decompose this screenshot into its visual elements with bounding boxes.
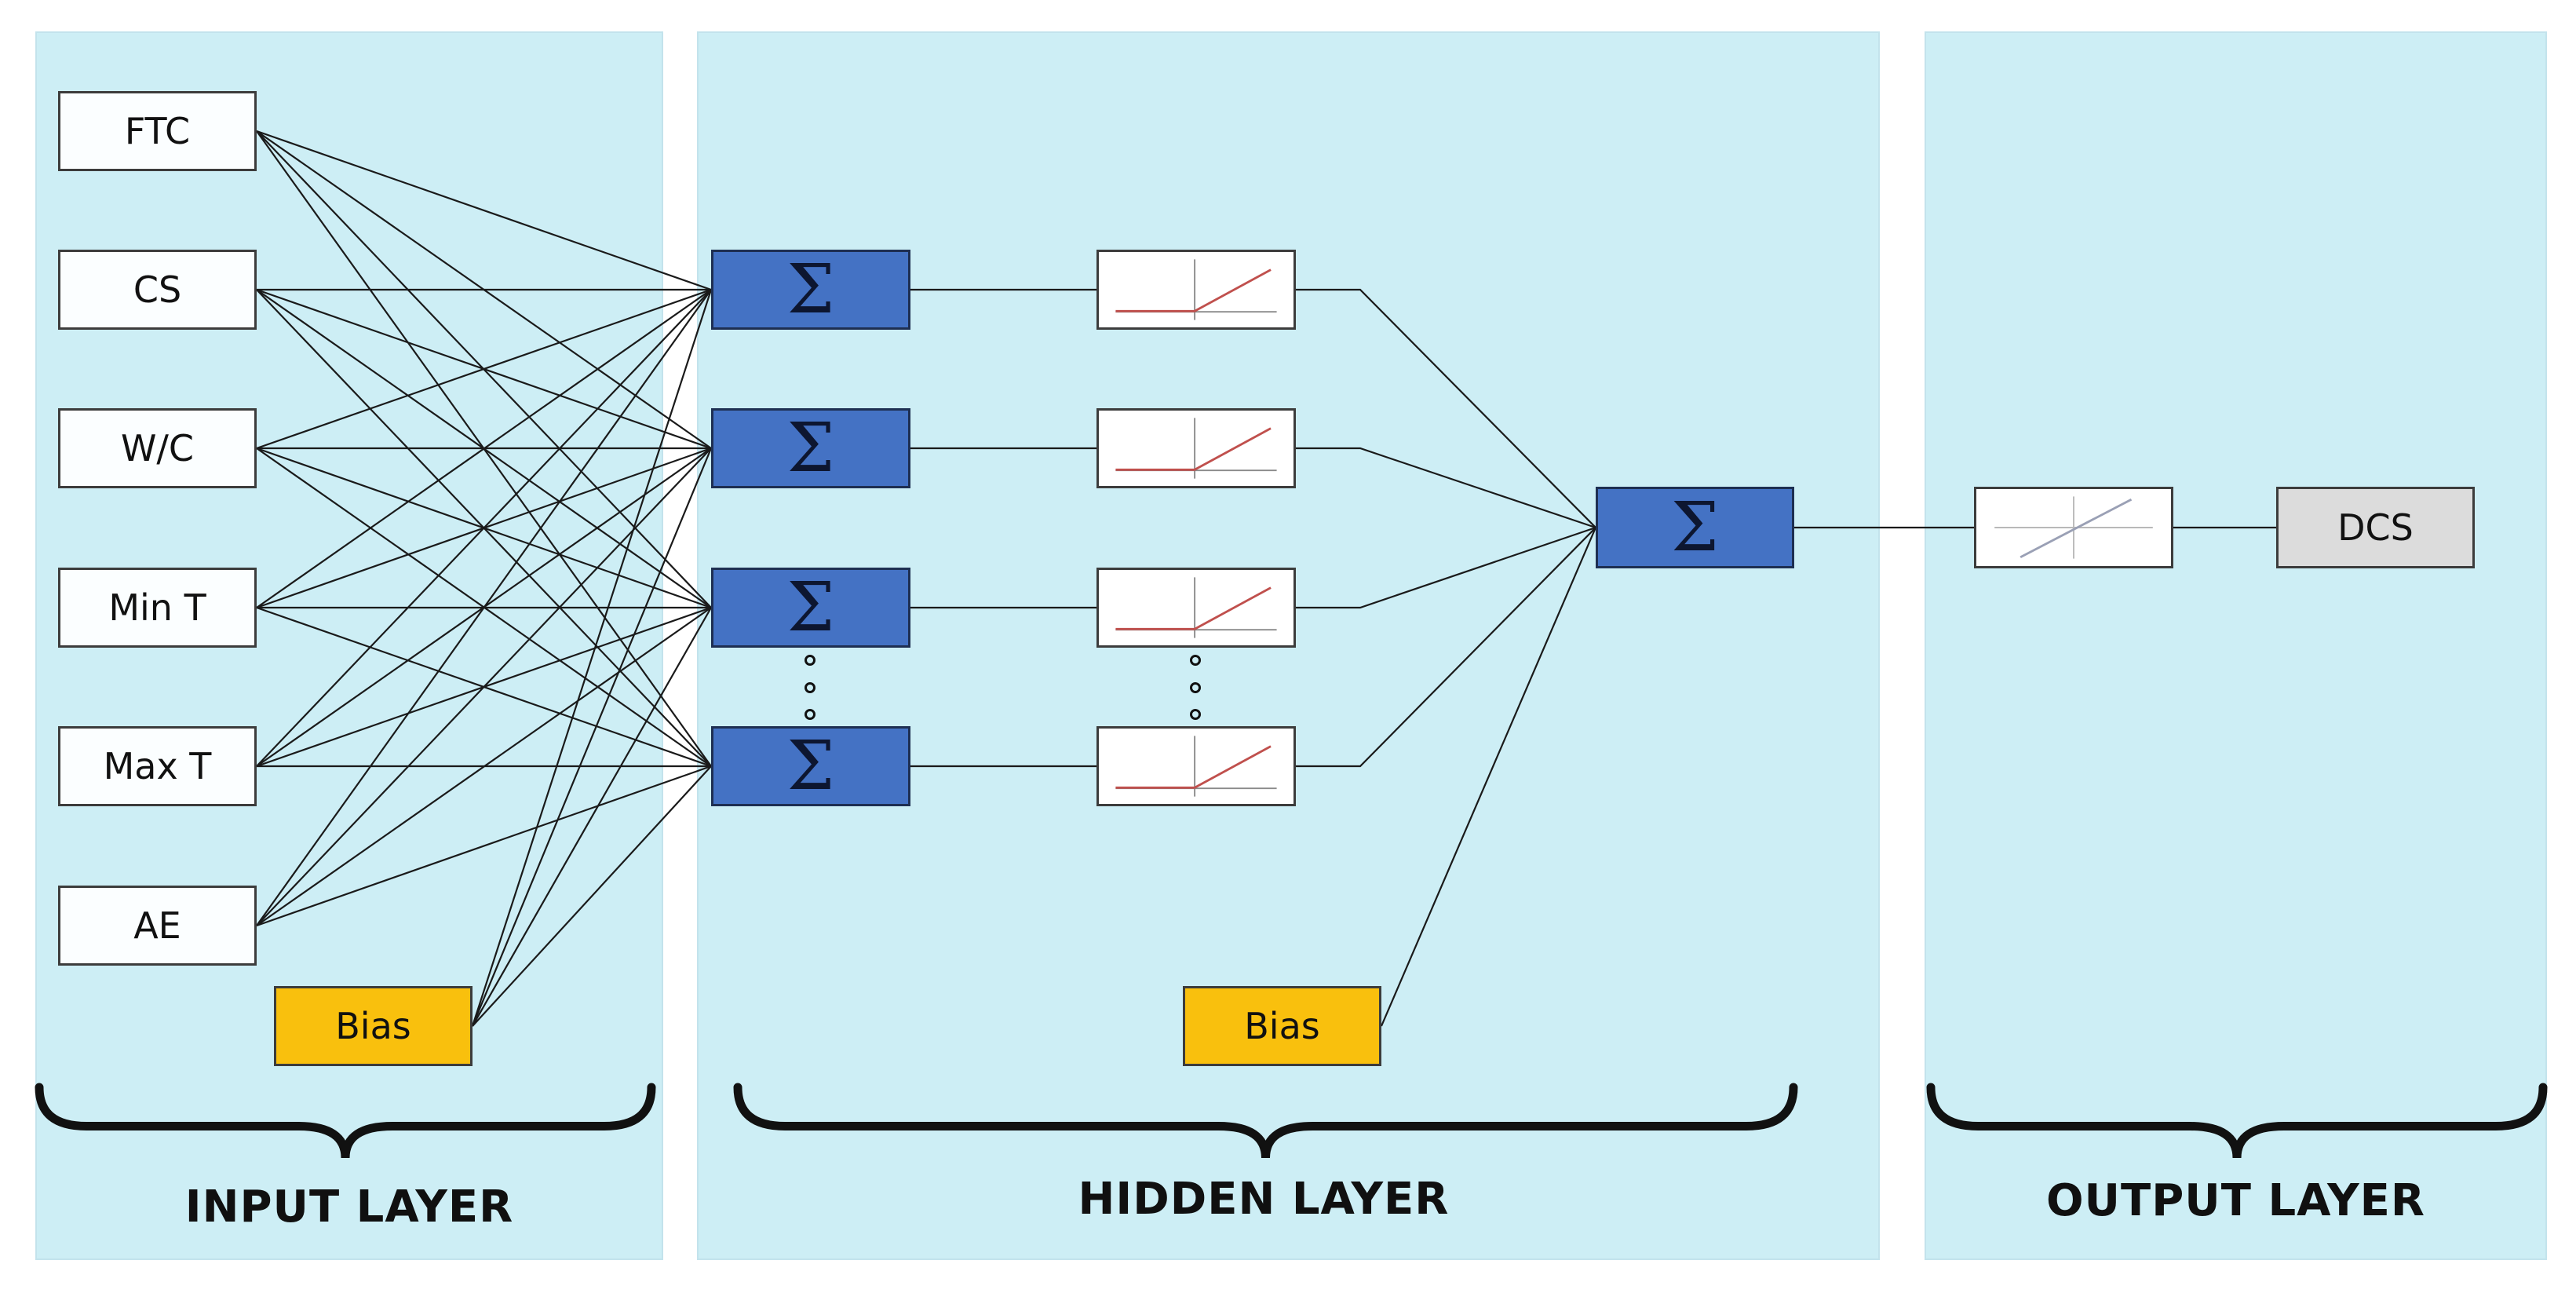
output-node-dcs: DCS [2276,487,2475,568]
input-to-hidden-connection [256,289,712,926]
bias-to-output-connection [1380,527,1597,1027]
input-to-hidden-connection [256,765,712,927]
hidden-sum-node: Σ [711,250,910,330]
activation-to-output-connection [1296,447,1596,529]
ellipsis-dot [1190,709,1201,720]
ellipsis-dot [805,682,815,693]
input-node-min-t: Min T [58,568,257,648]
input-layer-brace [35,1083,656,1159]
hidden-bias-node: Bias [1183,986,1381,1066]
input-node-wc: W/C [58,408,257,488]
input-node-cs: CS [58,250,257,330]
ellipsis-dot [805,655,815,666]
bias-to-hidden-connection [471,289,713,1027]
input-to-hidden-connection [256,289,712,608]
ellipsis-dot [1190,682,1201,693]
input-to-hidden-connection [256,607,712,926]
activation-to-output-connection [1296,288,1596,528]
relu-activation-icon [1096,408,1296,488]
hidden-sum-node: Σ [711,568,910,648]
input-node-max-t: Max T [58,726,257,806]
ellipsis-dot [1190,655,1201,666]
input-bias-node: Bias [274,986,473,1066]
input-layer-label: INPUT LAYER [184,1182,514,1233]
hidden-layer-label: HIDDEN LAYER [1078,1174,1450,1225]
output-sum-node: Σ [1596,487,1794,568]
hidden-sum-node: Σ [711,726,910,806]
relu-activation-icon [1096,726,1296,806]
input-to-hidden-connection [256,447,712,926]
input-to-hidden-connection [256,289,712,767]
input-node-ae: AE [58,886,257,966]
linear-activation-icon [1974,487,2173,568]
hidden-sum-node: Σ [711,408,910,488]
output-layer-label: OUTPUT LAYER [2045,1175,2426,1226]
input-node-ftc: FTC [58,91,257,171]
ellipsis-dot [805,709,815,720]
output-layer-panel [1925,31,2547,1260]
input-to-hidden-connection [256,288,712,450]
relu-activation-icon [1096,568,1296,648]
activation-to-output-connection [1296,527,1596,768]
input-to-hidden-connection [256,130,712,291]
output-layer-brace [1926,1083,2548,1159]
bias-to-hidden-connection [472,607,712,1027]
activation-to-output-connection [1296,526,1596,609]
bias-to-hidden-connection [472,765,712,1027]
bias-to-hidden-connection [471,447,713,1027]
relu-activation-icon [1096,250,1296,330]
hidden-layer-brace [733,1083,1798,1159]
